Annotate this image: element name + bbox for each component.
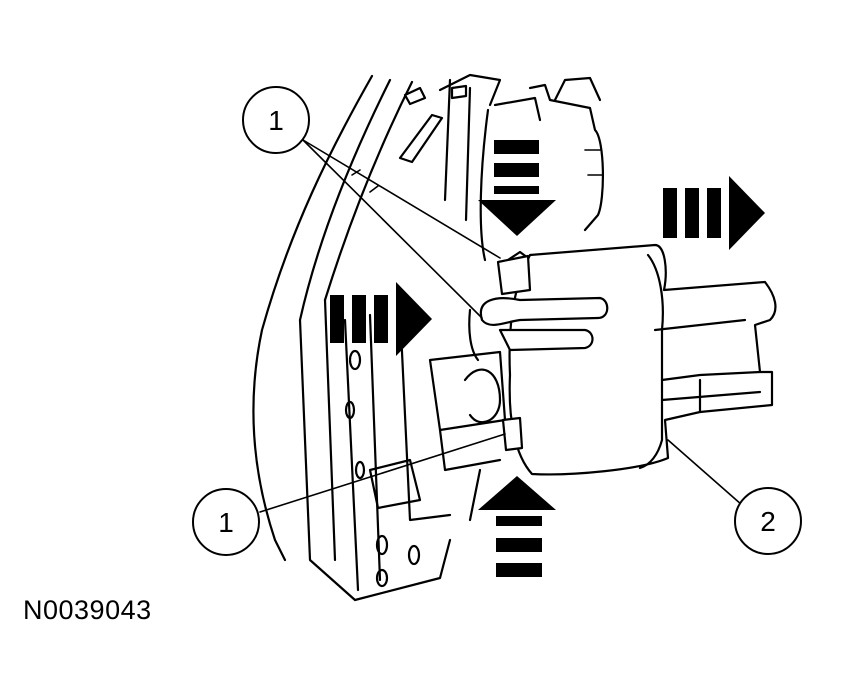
press-arrow-bottom	[478, 476, 556, 577]
callout-1-top-label: 1	[268, 105, 284, 136]
pull-arrow-right	[663, 176, 765, 250]
leader-lines	[259, 139, 743, 513]
callout-1-bottom-label: 1	[218, 507, 234, 538]
press-arrow-top	[478, 140, 556, 236]
callout-1-top: 1	[242, 86, 310, 154]
bracket-housing	[252, 73, 507, 602]
callout-1-bottom: 1	[192, 488, 260, 556]
callout-2-label: 2	[760, 506, 776, 537]
callout-2: 2	[734, 487, 802, 555]
slide-arrow-left	[330, 282, 432, 356]
electrical-connector	[468, 243, 777, 476]
figure-id: N0039043	[23, 595, 152, 625]
